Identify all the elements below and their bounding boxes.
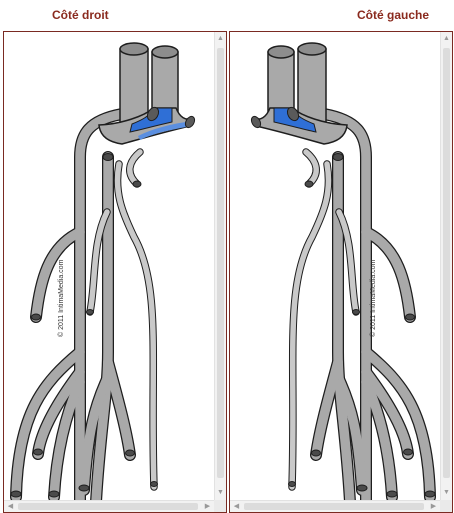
diagram-viewport-right: © 2011 IntimaMedia.com	[4, 32, 214, 500]
horizontal-scrollbar-right[interactable]: ◀ ▶	[4, 500, 214, 512]
scroll-thumb-horizontal-right[interactable]	[18, 503, 198, 510]
watermark-left: © 2011 IntimaMedia.com	[370, 259, 377, 337]
diagram-viewport-left: © 2011 IntimaMedia.com	[230, 32, 440, 500]
vessel-diagram-left	[250, 42, 436, 500]
vertical-scrollbar-left[interactable]: ▲ ▼	[440, 32, 452, 500]
pane-title-left: Côté gauche	[357, 8, 430, 22]
scroll-left-icon[interactable]: ◀	[7, 503, 14, 510]
watermark-right: © 2011 IntimaMedia.com	[58, 259, 65, 337]
vessel-diagram-right	[10, 42, 196, 500]
scroll-right-icon[interactable]: ▶	[204, 503, 211, 510]
pane-title-right: Côté droit	[52, 8, 109, 22]
scroll-down-icon[interactable]: ▼	[217, 489, 224, 496]
horizontal-scrollbar-left[interactable]: ◀ ▶	[230, 500, 440, 512]
scroll-thumb-vertical-right[interactable]	[217, 48, 224, 478]
panel-left-side: © 2011 IntimaMedia.com ▲ ▼ ◀ ▶	[229, 31, 453, 513]
scroll-right-icon[interactable]: ▶	[430, 503, 437, 510]
scroll-thumb-horizontal-left[interactable]	[244, 503, 424, 510]
scroll-corner-left	[440, 500, 452, 512]
panel-right-side: © 2011 IntimaMedia.com ▲ ▼ ◀ ▶	[3, 31, 227, 513]
scroll-down-icon[interactable]: ▼	[443, 489, 450, 496]
scroll-left-icon[interactable]: ◀	[233, 503, 240, 510]
scroll-thumb-vertical-left[interactable]	[443, 48, 450, 478]
scroll-corner-right	[214, 500, 226, 512]
vertical-scrollbar-right[interactable]: ▲ ▼	[214, 32, 226, 500]
scroll-up-icon[interactable]: ▲	[217, 35, 224, 42]
scroll-up-icon[interactable]: ▲	[443, 35, 450, 42]
